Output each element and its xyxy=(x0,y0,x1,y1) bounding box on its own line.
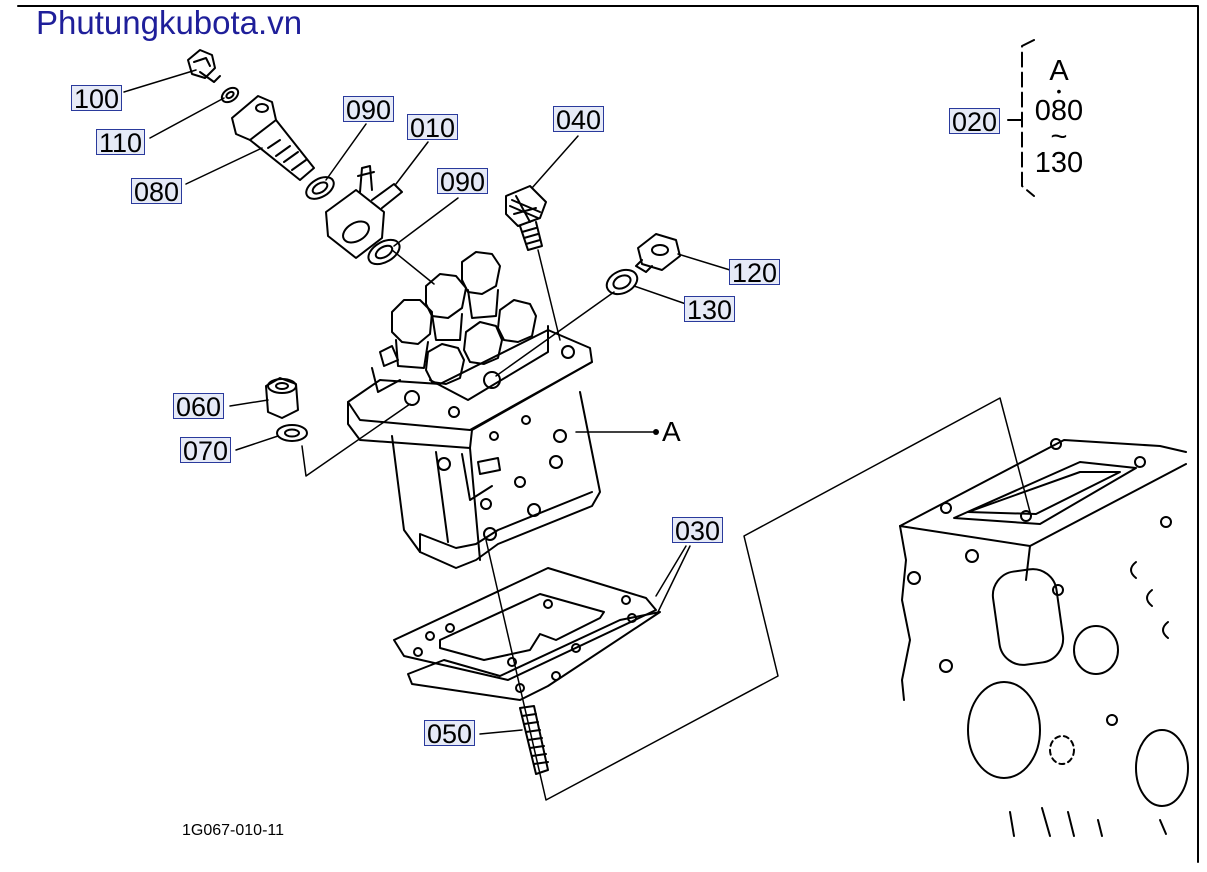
stud-bolt-050 xyxy=(519,705,549,775)
part-callout-090-upper[interactable]: 090 xyxy=(343,96,395,124)
part-callout-020[interactable]: 020 xyxy=(949,108,1001,136)
leader-lines xyxy=(123,69,1031,801)
watermark: Phutungkubota.vn xyxy=(36,4,303,41)
hollow-bolt-100 xyxy=(187,49,221,83)
cap-060 xyxy=(265,377,299,419)
part-callout-130[interactable]: 130 xyxy=(684,296,736,324)
gear-case xyxy=(899,438,1189,837)
o-ring-070 xyxy=(276,424,308,442)
page-border xyxy=(17,5,1199,863)
injection-pump-assembly xyxy=(347,251,601,569)
washer-090-lower xyxy=(367,238,401,266)
part-callout-060[interactable]: 060 xyxy=(173,393,225,421)
part-callout-080[interactable]: 080 xyxy=(131,178,183,206)
joint-bolt-080 xyxy=(231,95,315,181)
part-callout-010[interactable]: 010 xyxy=(407,114,459,142)
range-from-label: 080 xyxy=(1034,95,1084,127)
part-callout-040[interactable]: 040 xyxy=(553,106,605,134)
part-callout-100[interactable]: 100 xyxy=(71,85,123,113)
range-to-label: 130 xyxy=(1034,147,1084,179)
plug-120 xyxy=(635,233,681,273)
reference-label-a: A xyxy=(662,416,681,447)
part-callout-120[interactable]: 120 xyxy=(729,259,781,287)
part-callout-090-lower[interactable]: 090 xyxy=(437,168,489,196)
reference-bracket xyxy=(1007,39,1035,197)
air-vent-screw-040 xyxy=(505,185,547,251)
drawing-code: 1G067-010-11 xyxy=(182,822,284,839)
range-top-label: A xyxy=(1049,55,1069,87)
part-callout-110[interactable]: 110 xyxy=(96,129,146,157)
washer-110 xyxy=(220,86,240,104)
part-callout-030[interactable]: 030 xyxy=(672,517,724,545)
reference-dot xyxy=(653,429,659,435)
washer-090-upper xyxy=(305,176,335,200)
banjo-fitting-010 xyxy=(325,165,403,259)
reference-range-stack: A • 080 ~ 130 xyxy=(1030,56,1088,178)
part-callout-070[interactable]: 070 xyxy=(180,437,232,465)
part-callout-050[interactable]: 050 xyxy=(424,720,476,748)
gasket-030-upper xyxy=(393,567,657,681)
washer-130 xyxy=(605,268,639,296)
range-dot: • xyxy=(1056,83,1062,99)
range-tilde: ~ xyxy=(1050,121,1068,153)
